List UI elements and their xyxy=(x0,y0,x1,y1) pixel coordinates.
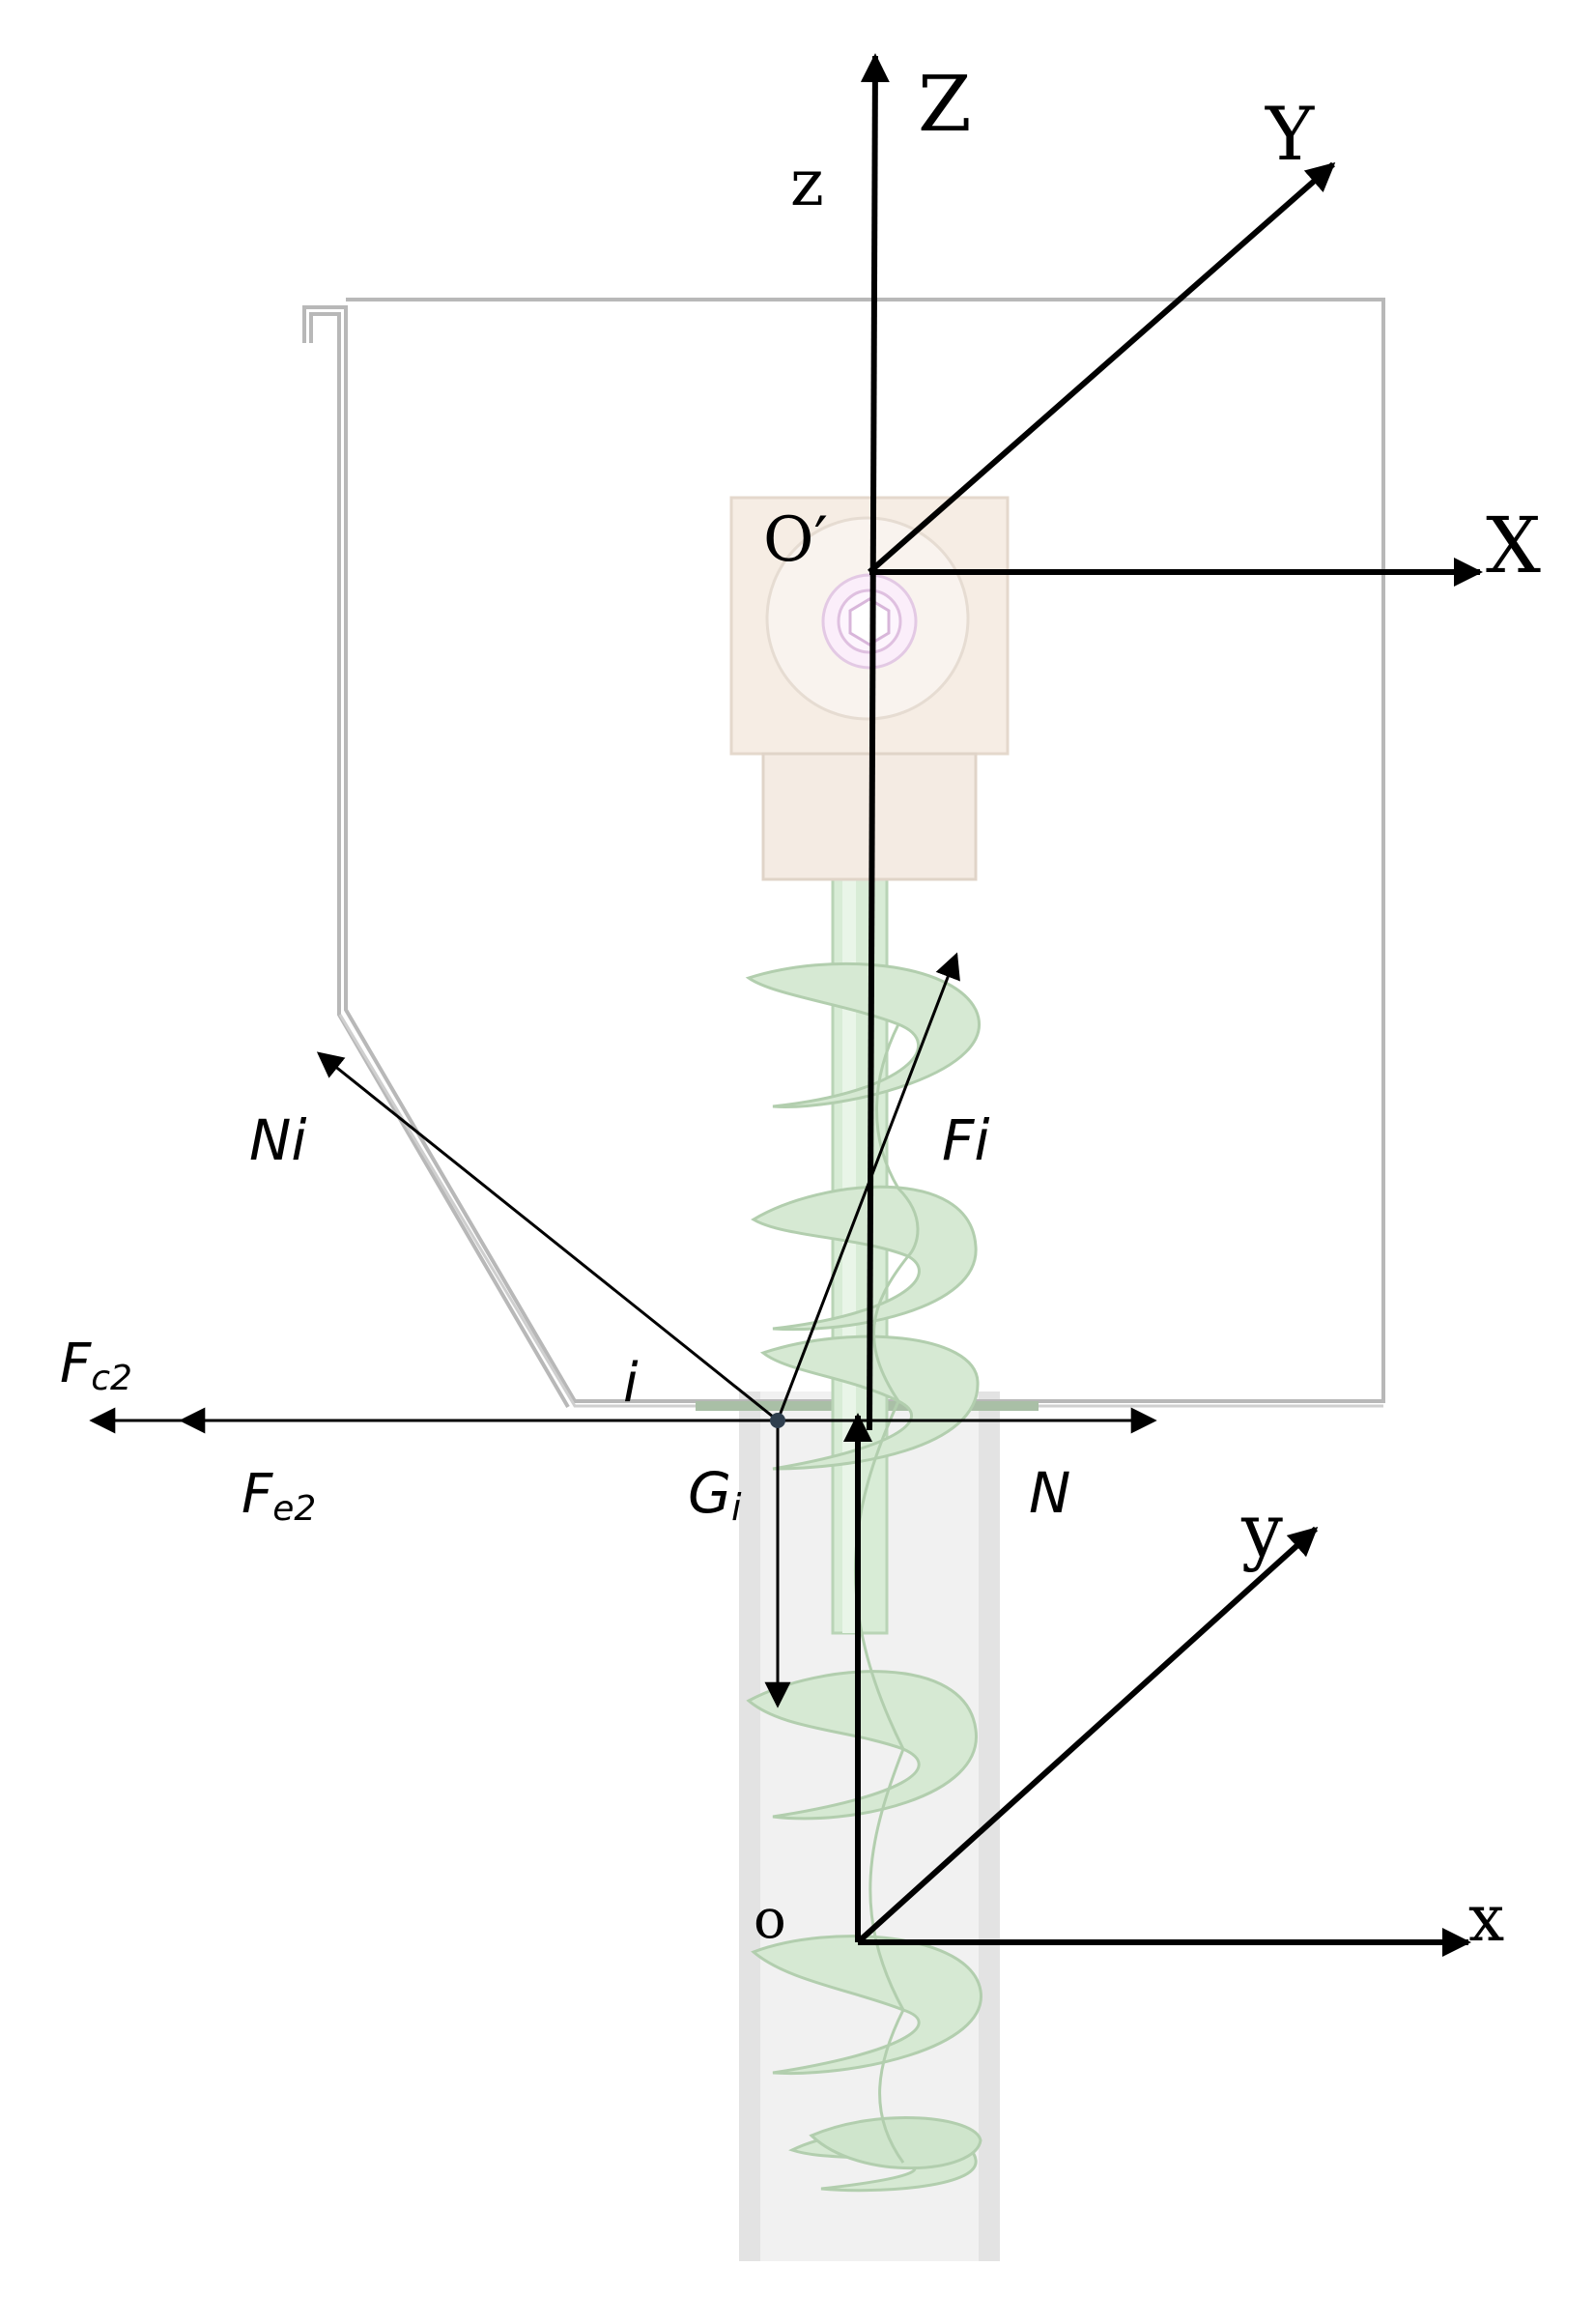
label-origin-upper: O′ xyxy=(763,504,828,576)
label-fc2: Fc2 xyxy=(60,1333,132,1398)
label-gi-main: G xyxy=(688,1460,731,1526)
label-fc2-main: F xyxy=(60,1333,92,1395)
label-fe2-main: F xyxy=(242,1463,273,1526)
label-origin-lower: o xyxy=(754,1888,786,1951)
label-gi: Gi xyxy=(688,1460,742,1529)
label-point-i: i xyxy=(623,1352,639,1415)
label-z-upper: Z xyxy=(918,59,972,149)
force-fi-arrow xyxy=(776,952,960,1421)
label-y-upper: Y xyxy=(1265,91,1315,177)
label-x-upper: X xyxy=(1486,501,1541,590)
label-fe2-sub: e2 xyxy=(272,1489,316,1529)
label-z-lower: z xyxy=(790,146,824,220)
label-ni: Ni xyxy=(249,1107,307,1173)
hopper-outline xyxy=(302,298,1385,1409)
label-fi: Fi xyxy=(942,1107,989,1173)
y-axis-upper xyxy=(868,161,1336,575)
y-axis-lower xyxy=(855,1526,1319,1945)
label-n: N xyxy=(1029,1460,1070,1526)
point-i-dot xyxy=(770,1413,785,1428)
label-y-lower: y xyxy=(1240,1487,1283,1573)
label-fc2-sub: c2 xyxy=(91,1359,132,1398)
label-gi-sub: i xyxy=(731,1486,742,1529)
auger-helix xyxy=(745,961,982,2193)
force-ni-arrow xyxy=(316,1051,779,1422)
label-fe2: Fe2 xyxy=(242,1463,316,1529)
label-x-lower: x xyxy=(1468,1881,1504,1956)
z-axis-upper xyxy=(860,53,890,1431)
